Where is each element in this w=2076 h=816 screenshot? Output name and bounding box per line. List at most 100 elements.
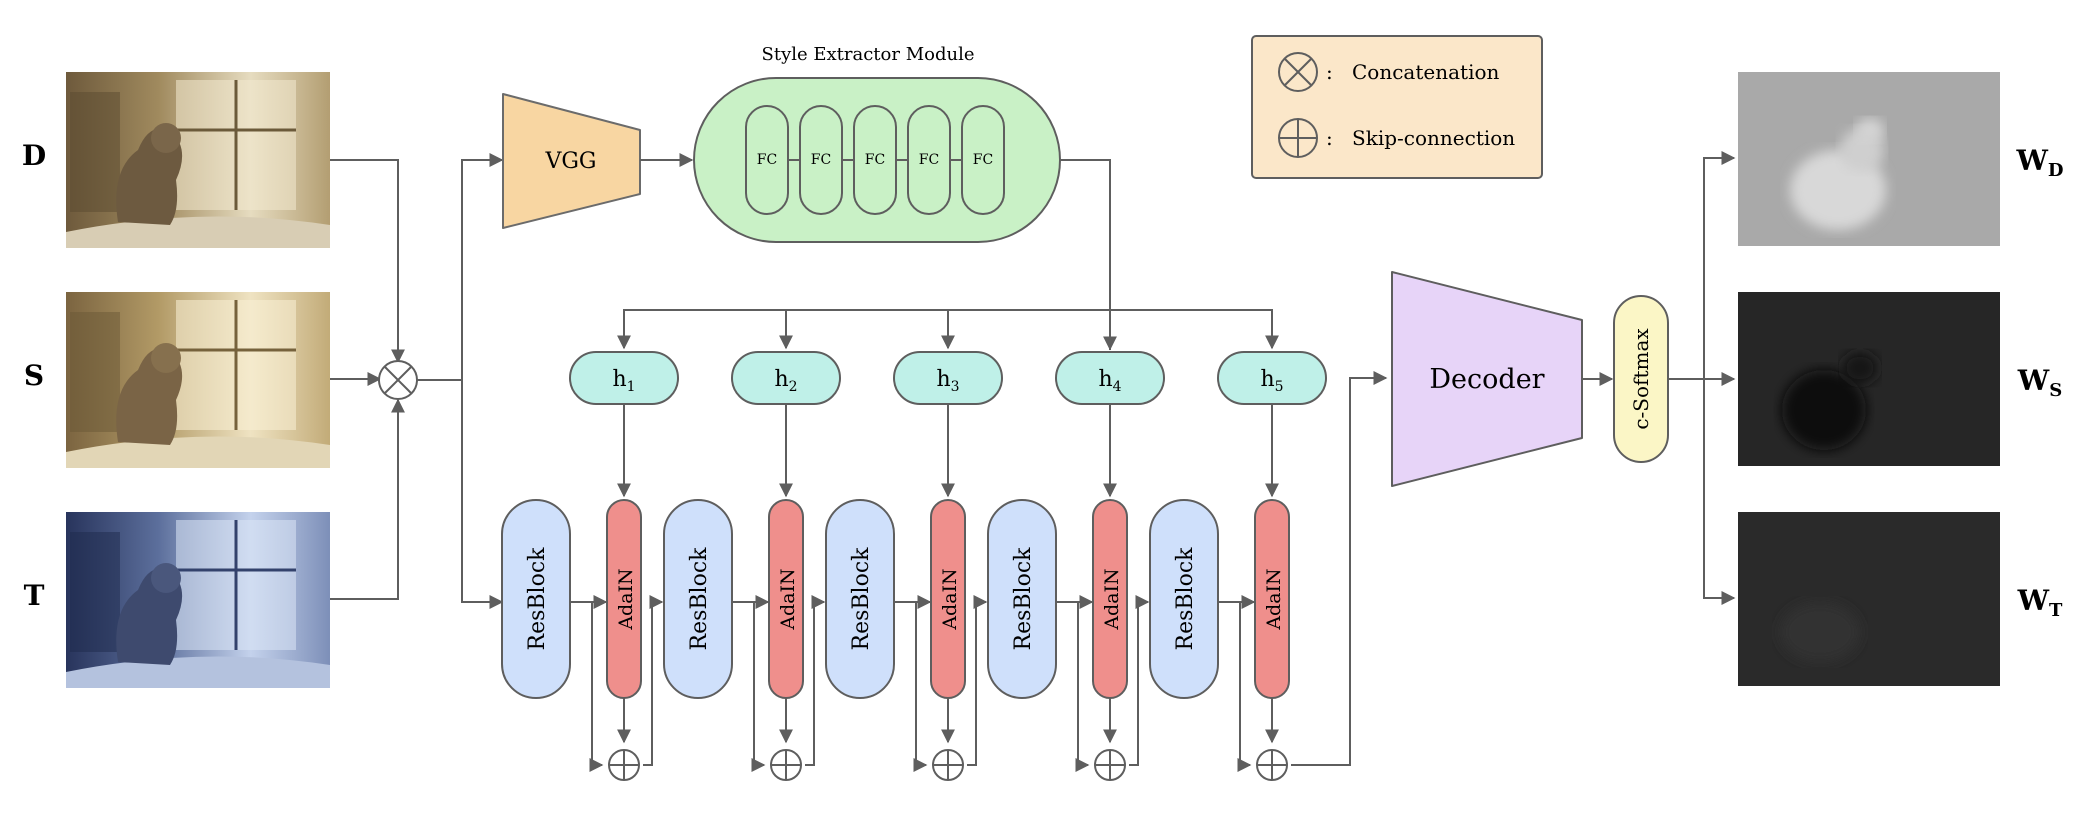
fc-layer-4: FC — [907, 105, 951, 215]
head-h1: h1 — [569, 351, 679, 405]
output-map-wd — [1738, 72, 2000, 246]
svg-text:WS: WS — [2017, 364, 2062, 401]
skip-connection-icon-4 — [1094, 749, 1126, 781]
fc-layer-5-label: FC — [973, 152, 993, 168]
adain-5-label: AdaIN — [1263, 568, 1285, 630]
adain-4 — [1092, 499, 1128, 699]
legend-separator-2: : — [1326, 126, 1333, 150]
legend-concat-label: Concatenation — [1352, 60, 1500, 84]
output-label-ws-base: W — [2017, 364, 2050, 397]
softmax-block: c-Softmax — [1613, 295, 1669, 463]
input-label-t: T — [24, 579, 45, 612]
resblock-5 — [1149, 499, 1219, 699]
output-label-wt-sub: T — [2049, 600, 2063, 621]
skip-connection-icon-3 — [932, 749, 964, 781]
style-heads: h1 h2 h3 h4 h5 — [569, 351, 1327, 405]
stage-connectors — [570, 371, 1388, 772]
fc-layer-5: FC — [961, 105, 1005, 215]
head-h2-base: h — [774, 367, 788, 392]
head-to-adain-arrows — [617, 404, 1279, 498]
head-h4-sub: 4 — [1113, 379, 1122, 395]
vgg-label: VGG — [544, 149, 596, 174]
adain-2 — [768, 499, 804, 699]
resblock-5-label: ResBlock — [1173, 547, 1198, 651]
output-label-wd-sub: D — [2048, 160, 2064, 181]
resblock-1-label: ResBlock — [525, 547, 550, 651]
fc-layer-2-label: FC — [811, 152, 831, 168]
head-h3-base: h — [936, 367, 950, 392]
svg-text:WT: WT — [2017, 584, 2063, 621]
svg-text:WD: WD — [2015, 144, 2063, 181]
resblock-4 — [987, 499, 1057, 699]
adain-4-label: AdaIN — [1101, 568, 1123, 630]
input-connectors — [330, 159, 405, 600]
input-image-d — [66, 72, 330, 248]
concatenation-legend-icon — [1278, 52, 1318, 92]
output-map-wt — [1738, 512, 2000, 686]
resblock-3-label: ResBlock — [849, 547, 874, 651]
style-extractor-module: FC FC FC FC FC — [693, 77, 1061, 243]
fc-layer-4-label: FC — [919, 152, 939, 168]
legend-separator-1: : — [1326, 60, 1333, 84]
stage-4: ResBlock AdaIN — [987, 499, 1128, 781]
concatenation-icon — [378, 360, 418, 400]
resblock-3 — [825, 499, 895, 699]
adain-3 — [930, 499, 966, 699]
output-label-ws-sub: S — [2049, 380, 2062, 401]
svg-text:h3: h3 — [936, 367, 959, 395]
head-h3-sub: 3 — [951, 379, 960, 395]
stage-3: ResBlock AdaIN — [825, 499, 966, 781]
adain-5 — [1254, 499, 1290, 699]
concat-connectors — [417, 153, 504, 609]
svg-text:h5: h5 — [1260, 367, 1283, 395]
input-image-s — [66, 292, 330, 468]
decoder-label: Decoder — [1429, 364, 1544, 395]
fc-layer-3: FC — [853, 105, 897, 215]
adain-2-label: AdaIN — [777, 568, 799, 630]
resblock-2 — [663, 499, 733, 699]
skip-connection-icon-5 — [1256, 749, 1288, 781]
extractor-to-heads-connectors — [617, 159, 1279, 350]
style-extractor-title: Style Extractor Module — [762, 44, 975, 65]
stage-2: ResBlock AdaIN — [663, 499, 804, 781]
head-h4: h4 — [1055, 351, 1165, 405]
fc-layer-2: FC — [799, 105, 843, 215]
resblock-1 — [501, 499, 571, 699]
output-label-wd-base: W — [2015, 144, 2048, 177]
skip-connection-icon-2 — [770, 749, 802, 781]
head-h5-sub: 5 — [1275, 379, 1284, 395]
skip-connection-legend-icon — [1278, 118, 1318, 158]
stage-5: ResBlock AdaIN — [1149, 499, 1290, 781]
svg-text:h1: h1 — [612, 367, 635, 395]
head-h5: h5 — [1217, 351, 1327, 405]
adain-1-label: AdaIN — [615, 568, 637, 630]
head-h1-base: h — [612, 367, 626, 392]
head-h2: h2 — [731, 351, 841, 405]
legend-skip-label: Skip-connection — [1352, 126, 1515, 150]
head-h4-base: h — [1098, 367, 1112, 392]
head-h2-sub: 2 — [789, 379, 798, 395]
softmax-label: c-Softmax — [1629, 328, 1653, 430]
svg-text:h2: h2 — [774, 367, 797, 395]
svg-text:h4: h4 — [1098, 367, 1121, 395]
head-h1-sub: 1 — [627, 379, 636, 395]
legend-box: : Concatenation : Skip-connection — [1251, 35, 1543, 179]
head-h5-base: h — [1260, 367, 1274, 392]
input-image-t — [66, 512, 330, 688]
output-label-wt-base: W — [2017, 584, 2050, 617]
output-map-ws — [1738, 292, 2000, 466]
fc-layer-1: FC — [745, 105, 789, 215]
input-label-d: D — [22, 139, 46, 172]
adain-1 — [606, 499, 642, 699]
input-label-s: S — [24, 359, 44, 392]
stage-1: ResBlock AdaIN — [501, 499, 642, 781]
decoder-block: Decoder — [1391, 271, 1583, 487]
head-h3: h3 — [893, 351, 1003, 405]
resblock-2-label: ResBlock — [687, 547, 712, 651]
softmax-to-output-connectors — [1668, 151, 1736, 605]
skip-connection-icon-1 — [608, 749, 640, 781]
adain-3-label: AdaIN — [939, 568, 961, 630]
fc-layer-1-label: FC — [757, 152, 777, 168]
vgg-block: VGG — [502, 93, 641, 229]
